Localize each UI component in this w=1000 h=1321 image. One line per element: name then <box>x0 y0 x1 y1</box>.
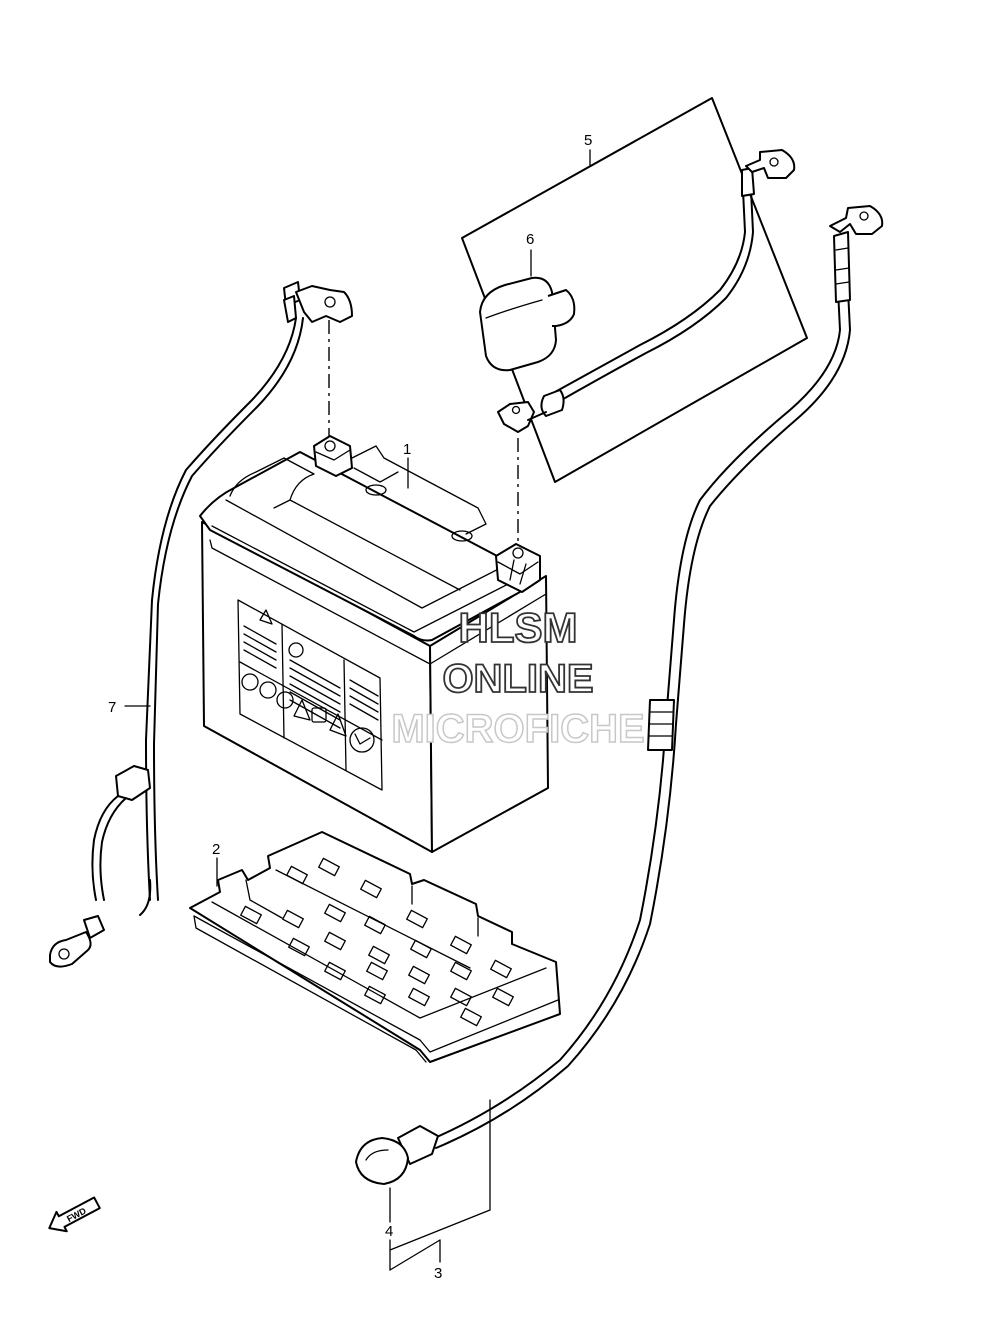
part-7-ground-lead <box>49 281 353 968</box>
callout-5: 5 <box>584 132 592 149</box>
callout-7: 7 <box>108 699 116 716</box>
alignment-lines <box>328 320 519 545</box>
callout-1: 1 <box>403 441 411 458</box>
callout-2: 2 <box>212 841 220 858</box>
callout-6: 6 <box>526 231 534 248</box>
callout-labels: 5 6 1 2 7 4 3 <box>108 132 592 1282</box>
watermark: HLSM ONLINE MICROFICHE <box>391 603 646 752</box>
part-5-group-box <box>461 97 808 483</box>
watermark-line-2: ONLINE <box>442 657 593 701</box>
fwd-arrow-icon: FWD <box>48 1196 101 1233</box>
watermark-line-1: HLSM <box>459 604 578 651</box>
callout-3: 3 <box>434 1265 442 1282</box>
part-2-battery-tray <box>189 831 561 1063</box>
part-1-battery <box>199 435 549 853</box>
part-5-positive-cable <box>497 149 796 433</box>
part-3-battery-cable <box>355 205 884 1185</box>
callout-leaders <box>124 149 591 1271</box>
callout-4: 4 <box>385 1223 393 1240</box>
watermark-line-3: MICROFICHE <box>391 707 644 751</box>
tray-slots <box>240 857 514 1027</box>
part-6-terminal-cover <box>479 276 576 372</box>
